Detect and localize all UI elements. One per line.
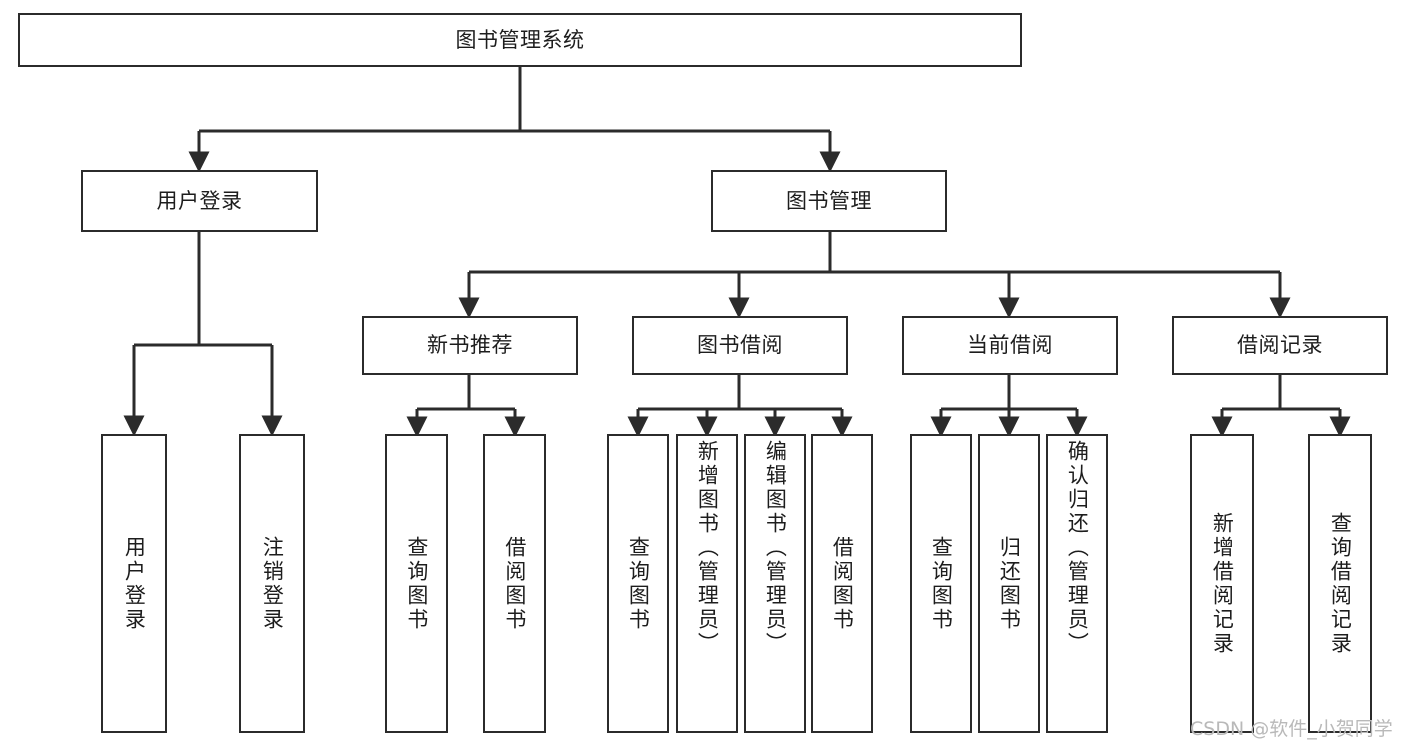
node-borrow-record-label: 借阅记录 [1237,333,1323,358]
node-new-book-recommend[interactable]: 新书推荐 [362,316,578,375]
node-leaf-logout-login[interactable]: 注销登录 [239,434,305,733]
node-leaf-user-login-label: 用户登录 [122,535,147,632]
node-leaf-query-book-1[interactable]: 查询图书 [385,434,448,733]
node-leaf-borrow-book-1-label: 借阅图书 [502,535,527,632]
node-leaf-query-record-label: 查询借阅记录 [1328,511,1353,656]
node-leaf-edit-book-label: 编辑图书（管理员） [763,440,788,656]
csdn-watermark: CSDN @软件_小贺同学 [1190,718,1393,740]
node-leaf-return-book-label: 归还图书 [997,535,1022,632]
node-leaf-add-record[interactable]: 新增借阅记录 [1190,434,1254,733]
node-leaf-add-book[interactable]: 新增图书（管理员） [676,434,738,733]
node-leaf-logout-login-label: 注销登录 [260,535,285,632]
node-book-manage[interactable]: 图书管理 [711,170,947,232]
node-new-book-recommend-label: 新书推荐 [427,333,513,358]
node-leaf-edit-book[interactable]: 编辑图书（管理员） [744,434,806,733]
node-leaf-query-book-2-label: 查询图书 [626,535,651,632]
node-book-borrow[interactable]: 图书借阅 [632,316,848,375]
node-leaf-borrow-book-2[interactable]: 借阅图书 [811,434,873,733]
node-leaf-query-record[interactable]: 查询借阅记录 [1308,434,1372,733]
node-current-borrow-label: 当前借阅 [967,333,1053,358]
node-leaf-add-book-label: 新增图书（管理员） [695,440,720,656]
node-leaf-return-book[interactable]: 归还图书 [978,434,1040,733]
node-root-label: 图书管理系统 [455,27,585,52]
node-leaf-query-book-3-label: 查询图书 [929,535,954,632]
node-leaf-borrow-book-1[interactable]: 借阅图书 [483,434,546,733]
node-borrow-record[interactable]: 借阅记录 [1172,316,1388,375]
node-leaf-borrow-book-2-label: 借阅图书 [830,535,855,632]
node-leaf-query-book-2[interactable]: 查询图书 [607,434,669,733]
node-leaf-confirm-return[interactable]: 确认归还（管理员） [1046,434,1108,733]
node-user-login-label: 用户登录 [156,188,243,213]
node-root[interactable]: 图书管理系统 [18,13,1022,67]
node-book-borrow-label: 图书借阅 [697,333,783,358]
node-leaf-query-book-1-label: 查询图书 [404,535,429,632]
node-leaf-query-book-3[interactable]: 查询图书 [910,434,972,733]
node-leaf-confirm-return-label: 确认归还（管理员） [1065,440,1090,656]
node-leaf-add-record-label: 新增借阅记录 [1210,511,1235,656]
node-user-login[interactable]: 用户登录 [81,170,318,232]
node-leaf-user-login[interactable]: 用户登录 [101,434,167,733]
node-book-manage-label: 图书管理 [786,188,872,213]
node-current-borrow[interactable]: 当前借阅 [902,316,1118,375]
